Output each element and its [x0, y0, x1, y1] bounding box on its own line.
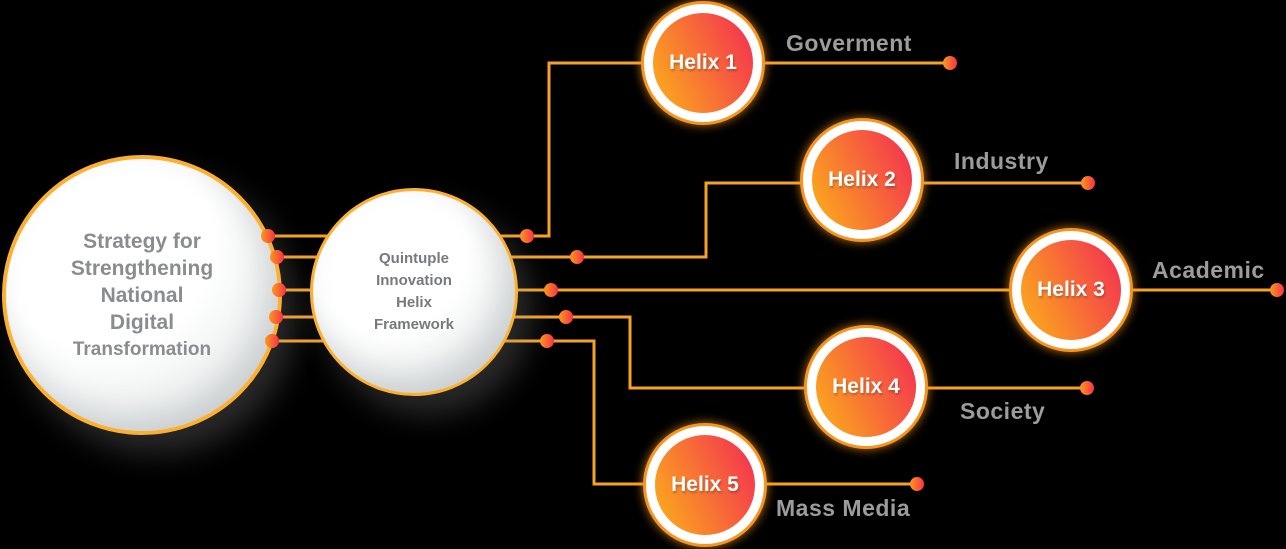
- root-text-line: Strengthening: [70, 256, 214, 280]
- connector-dot: [544, 283, 558, 297]
- root-text-line: Transformation: [72, 338, 212, 360]
- endpoint-dot: [1080, 381, 1094, 395]
- root-circle-text: Strategy for Strengthening National Digi…: [71, 228, 213, 363]
- hub-helix1-link: [497, 61, 647, 238]
- helix-5-label: Helix 5: [671, 473, 739, 496]
- helix-3-circle: Helix 3: [1009, 228, 1133, 352]
- helix-3-gradient: Helix 3: [1021, 240, 1121, 340]
- hub-helix2-link: [503, 181, 806, 259]
- helix-2-circle: Helix 2: [800, 118, 924, 242]
- connector-dot: [540, 334, 554, 348]
- endpoint-dot: [1270, 283, 1284, 297]
- hub-circle: Quintuple Innovation Helix Framework: [310, 188, 518, 396]
- connector-dot: [270, 250, 284, 264]
- hub-text-line: Framework: [373, 316, 455, 333]
- helix-4-gradient: Helix 4: [816, 337, 916, 437]
- endpoint-dot: [910, 477, 924, 491]
- helix-1-circle: Helix 1: [641, 1, 765, 125]
- root-text-line: Strategy for: [83, 229, 201, 253]
- endpoint-dot: [1081, 176, 1095, 190]
- hub-text-line: Innovation: [376, 272, 452, 289]
- connector-dot: [520, 229, 534, 243]
- hub-helix5-link: [500, 339, 649, 486]
- helix-3-label: Helix 3: [1037, 278, 1105, 301]
- category-label-academic: Academic: [1152, 257, 1265, 283]
- root-text-line: Digital: [109, 310, 175, 334]
- helix-4-circle: Helix 4: [804, 325, 928, 449]
- category-label-industry: Industry: [954, 148, 1049, 174]
- helix-1-label: Helix 1: [669, 51, 737, 74]
- hub-text-line: Helix: [396, 294, 432, 311]
- helix-1-gradient: Helix 1: [653, 13, 753, 113]
- connector-dot: [269, 310, 283, 324]
- hub-circle-text: Quintuple Innovation Helix Framework: [374, 248, 454, 336]
- helix-5-gradient: Helix 5: [655, 435, 755, 535]
- root-circle: Strategy for Strengthening National Digi…: [2, 155, 282, 435]
- helix-2-label: Helix 2: [828, 168, 896, 191]
- endpoint-dot: [943, 56, 957, 70]
- connector-dot: [272, 283, 286, 297]
- category-label-society: Society: [960, 398, 1046, 424]
- helix-4-label: Helix 4: [832, 375, 900, 398]
- root-text-line: National: [100, 283, 184, 307]
- hub-text-line: Quintuple: [378, 250, 449, 267]
- connector-dot: [570, 250, 584, 264]
- connector-dot: [559, 310, 573, 324]
- category-label-mass-media: Mass Media: [776, 495, 911, 521]
- hub-helix4-link: [505, 315, 810, 390]
- connector-dot: [265, 334, 279, 348]
- helix-2-gradient: Helix 2: [812, 130, 912, 230]
- connector-dot: [261, 229, 275, 243]
- helix-5-circle: Helix 5: [643, 423, 767, 547]
- category-label-goverment: Goverment: [786, 30, 912, 56]
